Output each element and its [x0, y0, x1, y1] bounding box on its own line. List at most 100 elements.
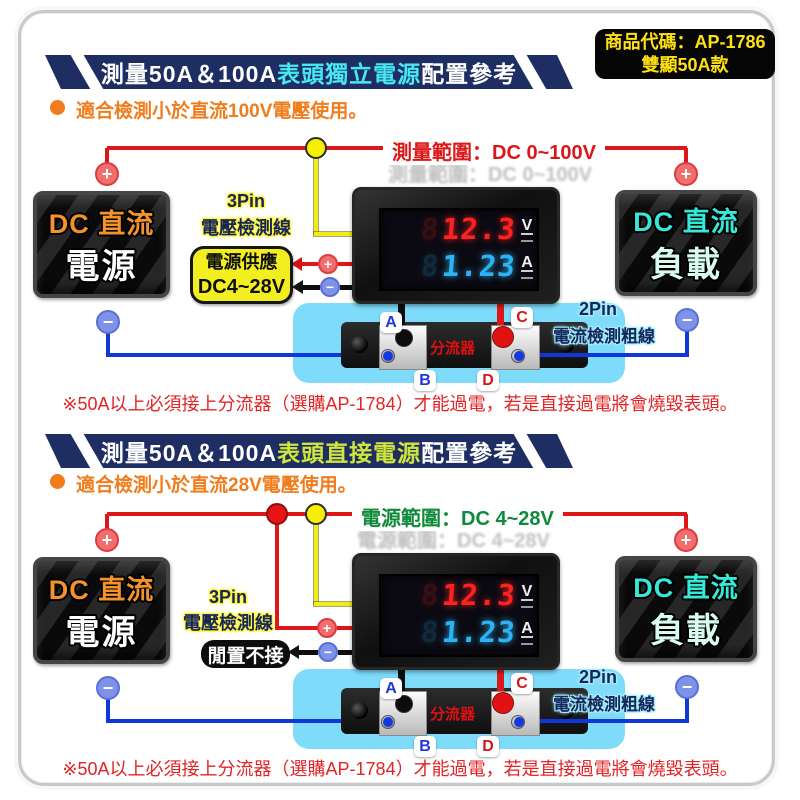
load-label-line1: DC 直流	[633, 573, 739, 603]
wire-negative-right-horizontal	[519, 353, 689, 357]
shunt-terminal-a-icon	[395, 695, 413, 713]
sense-point-b-icon	[383, 351, 393, 361]
warning-note: ※50A以上必須接上分流器（選購AP-1784）才能過電，若是直接過電將會燒毀表…	[62, 394, 738, 414]
terminal-label-d: D	[477, 370, 499, 391]
dc-source-box: DC 直流 電源	[33, 191, 170, 298]
wire-red-meter-to-shunt	[497, 296, 504, 330]
wire-positive-stub-left	[105, 514, 109, 529]
bullet-icon	[50, 474, 65, 489]
idle-arrow-shaft	[298, 650, 318, 655]
warning-note: ※50A以上必須接上分流器（選購AP-1784）才能過電，若是直接過電將會燒毀表…	[62, 759, 738, 779]
amp-reading: 1.23	[440, 249, 518, 283]
wire-red-meter-to-shunt	[497, 662, 504, 696]
meter-plus-terminal-icon: +	[318, 254, 338, 274]
load-plus-terminal-icon: +	[674, 528, 698, 552]
load-label-line1: DC 直流	[633, 207, 739, 237]
meter-screen: 8 12.3 V 8 1.23 A	[381, 210, 537, 289]
supply-positive-arrow-shaft	[301, 262, 318, 266]
dc-symbol-icon	[521, 598, 533, 608]
meter-plus-terminal-icon: +	[317, 618, 337, 638]
terminal-label-c: C	[511, 307, 533, 328]
source-minus-terminal-icon: −	[96, 310, 120, 334]
dc-load-box: DC 直流 負載	[615, 190, 757, 296]
volt-amp-meter: 8 12.3 V 8 1.23 A	[352, 187, 560, 304]
product-code-badge: 商品代碼：AP-1786 雙顯50A款	[595, 29, 775, 79]
volt-amp-meter: 8 12.3 V 8 1.23 A	[352, 553, 560, 670]
load-minus-terminal-icon: −	[675, 675, 699, 699]
terminal-label-a: A	[380, 678, 402, 699]
power-supply-box: 電源供應 DC4~28V	[190, 246, 293, 304]
measure-range-label: 測量範圍：DC 0~100V	[383, 136, 605, 165]
load-plus-terminal-icon: +	[674, 162, 698, 186]
volt-unit: V	[521, 217, 533, 242]
dc-symbol-icon	[521, 635, 533, 645]
section-banner: 測量50A＆100A表頭直接電源配置參考	[45, 434, 573, 468]
pin3-label: 3Pin	[226, 191, 265, 211]
wire-negative-left-horizontal	[106, 353, 390, 357]
product-variant: 雙顯50A款	[641, 55, 729, 75]
section-subtitle: 適合檢測小於直流100V電壓使用。	[76, 101, 368, 122]
volt-reading: 12.3	[440, 578, 518, 612]
current-sense-wire-label: 電流檢測粗線	[553, 327, 655, 346]
wire-negative-left-vertical	[106, 699, 110, 722]
wire-negative-left-horizontal	[106, 719, 390, 723]
supply-label-line1: 電源供應	[205, 252, 278, 272]
sense-wire-horizontal	[314, 232, 354, 236]
sense-wire-horizontal	[314, 602, 354, 606]
product-code: 商品代碼：AP-1786	[604, 32, 766, 52]
current-sense-wire-label: 電流檢測粗線	[553, 695, 655, 714]
terminal-label-c: C	[511, 673, 533, 694]
source-label-line2: 電源	[65, 247, 138, 286]
supply-negative-arrow-shaft	[302, 285, 320, 290]
idle-label: 閒置不接	[207, 645, 284, 667]
volt-ghost-digit: 8	[419, 578, 441, 612]
section-direct-power: 測量50A＆100A表頭直接電源配置參考 適合檢測小於直流28V電壓使用。 電源…	[0, 366, 800, 800]
section-title: 測量50A＆100A表頭獨立電源配置參考	[101, 55, 517, 89]
amp-unit: A	[521, 620, 533, 645]
amp-ghost-digit: 8	[419, 615, 441, 649]
supply-positive-arrow-icon	[291, 257, 302, 271]
amp-reading: 1.23	[440, 615, 518, 649]
supply-label-line2: DC4~28V	[197, 276, 286, 298]
power-wire-horizontal	[275, 626, 320, 630]
volt-reading: 12.3	[440, 212, 518, 246]
idle-not-connected-box: 閒置不接	[201, 640, 290, 668]
voltage-sense-wire-label: 電壓檢測線	[183, 613, 273, 633]
pin2-label: 2Pin	[578, 299, 617, 319]
volt-unit: V	[521, 583, 533, 608]
wire-positive-stub-left	[105, 148, 109, 163]
voltage-sense-node	[305, 137, 327, 159]
sense-wire-vertical	[314, 158, 318, 234]
shunt-hole-left-icon	[351, 702, 368, 719]
amp-unit: A	[521, 254, 533, 279]
wire-positive-stub-right	[684, 514, 688, 529]
power-positive-node	[266, 503, 288, 525]
source-label-line1: DC 直流	[48, 574, 155, 605]
dc-source-box: DC 直流 電源	[33, 557, 170, 664]
volt-row: 8 12.3 V	[385, 212, 533, 246]
title-prefix: 測量50A＆100A	[100, 440, 278, 466]
dc-symbol-icon	[521, 232, 533, 242]
terminal-label-d: D	[477, 736, 499, 757]
wire-negative-right-vertical	[685, 698, 689, 722]
terminal-label-b: B	[414, 370, 436, 391]
section-independent-power: 測量50A＆100A表頭獨立電源配置參考 適合檢測小於直流100V電壓使用。 測…	[33, 0, 757, 414]
pin2-label: 2Pin	[578, 667, 617, 687]
sense-wire-vertical	[314, 524, 318, 604]
power-range-ghost: 電源範圍：DC 4~28V	[357, 530, 550, 552]
meter-positive-stub	[338, 262, 353, 266]
section-banner: 測量50A＆100A表頭獨立電源配置參考	[45, 55, 573, 89]
power-range-label: 電源範圍：DC 4~28V	[352, 502, 563, 531]
source-minus-terminal-icon: −	[96, 676, 120, 700]
bullet-icon	[50, 100, 65, 115]
meter-minus-terminal-icon: −	[320, 277, 340, 297]
shunt-label: 分流器	[429, 340, 475, 357]
source-label-line2: 電源	[65, 613, 138, 652]
source-label-line1: DC 直流	[48, 208, 155, 239]
source-plus-terminal-icon: +	[95, 528, 119, 552]
wire-negative-right-vertical	[685, 331, 689, 356]
meter-minus-terminal-icon: −	[318, 642, 338, 662]
shunt-terminal-c-icon	[492, 326, 514, 348]
terminal-label-a: A	[380, 312, 402, 333]
title-highlight: 表頭直接電源	[277, 440, 422, 466]
